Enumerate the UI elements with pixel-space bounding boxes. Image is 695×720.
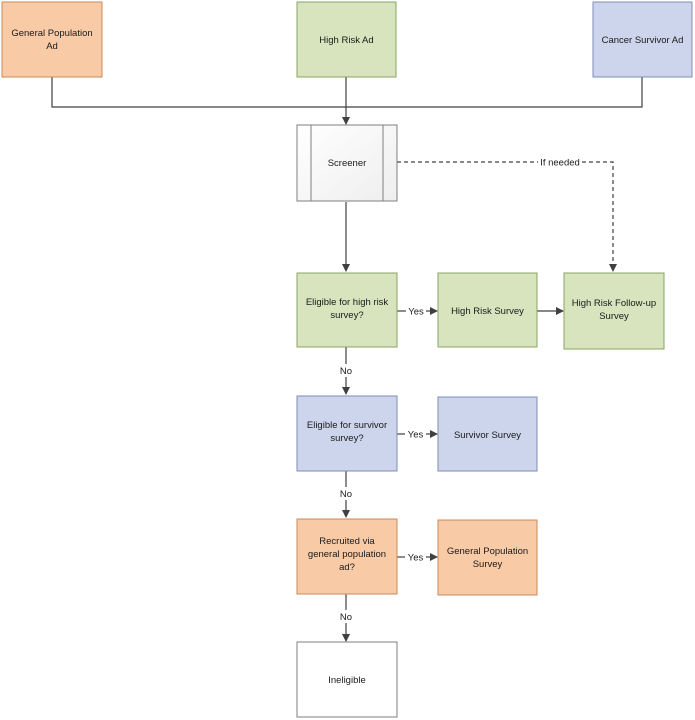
edge-labels: If needed Yes No Yes No Yes No <box>340 158 580 624</box>
node-eligible-high-risk-shape <box>296 272 398 348</box>
label-yes-survivor: Yes <box>408 430 424 441</box>
label-no-survivor: No <box>340 489 352 500</box>
node-cancer-survivor-ad: Cancer Survivor Ad <box>592 1 693 78</box>
node-general-population-survey-shape <box>437 519 538 596</box>
node-eligible-survivor-line-1: Eligible for survivor <box>307 420 387 431</box>
node-recruited-general-line-1: Recruited via <box>319 536 375 547</box>
node-general-population-ad-line-2: Ad <box>46 41 58 52</box>
node-general-population-ad-line-1: General Population <box>11 28 92 39</box>
node-ineligible-line-1: Ineligible <box>328 675 366 686</box>
node-eligible-survivor-line-2: survey? <box>330 433 363 444</box>
label-yes-general: Yes <box>408 553 424 564</box>
node-high-risk-ad-line-1: High Risk Ad <box>319 35 373 46</box>
label-yes-high-risk: Yes <box>408 307 424 318</box>
node-eligible-survivor-shape <box>296 395 398 472</box>
node-recruited-general-shape <box>296 518 398 595</box>
connectors <box>51 77 643 642</box>
node-high-risk-survey-shape <box>437 272 538 348</box>
node-cancer-survivor-ad-line-1: Cancer Survivor Ad <box>602 35 684 46</box>
node-survivor-survey-shape <box>437 396 538 472</box>
node-high-risk-ad: High Risk Ad <box>296 1 397 78</box>
node-high-risk-followup: High Risk Follow-up Survey <box>563 272 665 350</box>
node-eligible-high-risk-line-1: Eligible for high risk <box>306 297 389 308</box>
node-general-population-ad: General Population Ad <box>1 1 103 78</box>
node-high-risk-followup-line-1: High Risk Follow-up <box>572 298 656 309</box>
node-general-population-ad-shape <box>1 1 103 78</box>
label-if-needed: If needed <box>540 158 580 169</box>
connector-ads-merge <box>51 77 643 108</box>
label-no-high-risk: No <box>340 366 352 377</box>
node-general-population-survey-line-2: Survey <box>473 559 503 570</box>
node-cancer-survivor-ad-shape <box>592 1 693 78</box>
node-general-population-survey: General Population Survey <box>437 519 538 596</box>
node-eligible-survivor: Eligible for survivor survey? <box>296 395 398 472</box>
node-survivor-survey: Survivor Survey <box>437 396 538 472</box>
node-high-risk-survey-line-1: High Risk Survey <box>451 306 524 317</box>
node-recruited-general-line-3: ad? <box>339 562 355 573</box>
node-high-risk-followup-shape <box>563 272 665 350</box>
node-survivor-survey-line-1: Survivor Survey <box>454 430 521 441</box>
node-eligible-high-risk-line-2: survey? <box>330 310 363 321</box>
node-high-risk-survey: High Risk Survey <box>437 272 538 348</box>
node-general-population-survey-line-1: General Population <box>447 546 528 557</box>
node-eligible-high-risk: Eligible for high risk survey? <box>296 272 398 348</box>
node-screener-shape <box>296 124 398 202</box>
label-no-general: No <box>340 612 352 623</box>
node-high-risk-ad-shape <box>296 1 397 78</box>
node-screener-line-1: Screener <box>328 158 367 169</box>
node-recruited-general: Recruited via general population ad? <box>296 518 398 595</box>
node-ineligible-shape <box>296 641 398 718</box>
node-high-risk-followup-line-2: Survey <box>599 311 629 322</box>
node-ineligible: Ineligible <box>296 641 398 718</box>
connector-if-needed-b <box>582 161 617 272</box>
node-screener: Screener <box>296 124 398 202</box>
node-recruited-general-line-2: general population <box>308 549 386 560</box>
